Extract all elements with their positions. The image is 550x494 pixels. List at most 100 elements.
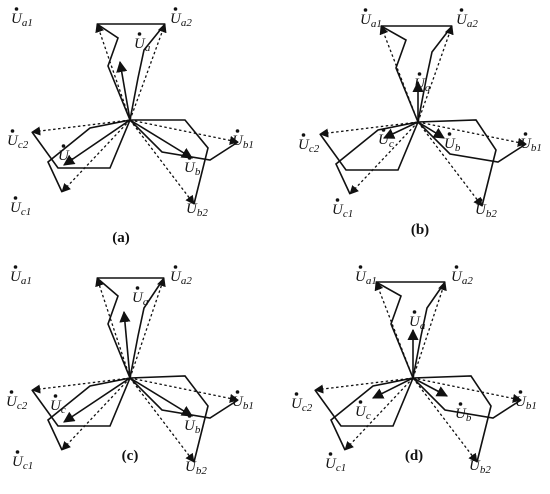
- phasor-Uc2: [319, 121, 419, 138]
- label-Ua1: Ua1: [360, 12, 382, 30]
- label-Ub1-base: U: [232, 133, 244, 149]
- phasor-Uc2: [31, 119, 131, 136]
- phase-a-winding-left: [380, 25, 419, 123]
- label-Ua: Ua: [409, 314, 426, 332]
- phasor-Ua2: [129, 23, 167, 121]
- phasor-Uc1: [349, 121, 419, 195]
- label-Ub-base: U: [444, 136, 456, 152]
- label-Ub1-base: U: [232, 394, 244, 410]
- phasor-Ub1: [412, 377, 522, 403]
- phasor-Ub1: [129, 377, 239, 403]
- label-Uc2-sub: c2: [309, 143, 320, 155]
- label-Ub2-sub: b2: [486, 208, 498, 220]
- label-Ua-sub: a: [420, 320, 426, 332]
- label-Ua1-sub: a1: [21, 275, 32, 287]
- label-Ua: Ua: [134, 36, 151, 54]
- label-Uc1-sub: c1: [336, 462, 346, 474]
- label-Ub2-base: U: [185, 459, 197, 475]
- panel-caption: (b): [411, 222, 429, 238]
- label-Uc2-sub: c2: [17, 400, 28, 412]
- label-Ub1-sub: b1: [526, 400, 537, 412]
- label-Ua2-base: U: [451, 269, 463, 285]
- label-Ua-base: U: [409, 314, 421, 330]
- label-Ua2-base: U: [170, 11, 182, 27]
- label-Ub1-sub: b1: [243, 400, 254, 412]
- label-Ub1-base: U: [515, 394, 527, 410]
- phasor-Ua1: [95, 23, 131, 121]
- phasor-Uc2: [31, 377, 131, 394]
- label-Uc-sub: c: [69, 154, 74, 166]
- phasor-dot-Ua1: [14, 7, 19, 11]
- label-Uc1-base: U: [10, 200, 22, 216]
- label-Ua2-sub: a2: [467, 18, 479, 30]
- phase-c-winding-inner: [335, 121, 419, 195]
- label-Ub2-base: U: [186, 201, 198, 217]
- label-Uc-base: U: [355, 404, 367, 420]
- phasor-dot-Uc: [358, 400, 363, 404]
- label-Ub-sub: b: [455, 142, 461, 154]
- phasor-dot-Ub2: [478, 198, 483, 202]
- phasor-Ua2: [417, 25, 454, 123]
- label-Uc: Uc: [50, 398, 66, 416]
- phasor-Uc: [63, 119, 131, 166]
- label-Ua: Ua: [132, 290, 149, 308]
- phasor-Ub1: [129, 119, 239, 145]
- label-Ua2: Ua2: [456, 12, 478, 30]
- label-Ua1: Ua1: [10, 269, 32, 287]
- phase-b-winding-inner: [412, 377, 522, 419]
- label-Ub: Ub: [184, 160, 201, 178]
- label-Ub1-base: U: [520, 136, 532, 152]
- phasor-Ub: [129, 377, 193, 417]
- label-Ua2: Ua2: [170, 11, 192, 29]
- phase-a-winding-right: [417, 25, 453, 123]
- label-Ub-sub: b: [195, 166, 201, 178]
- phasor-dot-Ua: [135, 286, 140, 290]
- phasor-dot-Ub1: [518, 390, 523, 394]
- label-Ua2-sub: a2: [181, 17, 193, 29]
- phasor-dot-Ua2: [173, 7, 178, 11]
- label-Uc2: Uc2: [291, 396, 313, 414]
- label-Ua1-sub: a1: [371, 18, 382, 30]
- phase-c-winding-outer: [31, 377, 131, 427]
- label-Ub1: Ub1: [232, 394, 254, 412]
- label-Ua2-sub: a2: [462, 275, 474, 287]
- phasor-Ub: [129, 119, 193, 159]
- label-Ub2-base: U: [469, 458, 481, 474]
- label-Uc1-sub: c1: [21, 206, 31, 218]
- label-Uc1-base: U: [325, 456, 337, 472]
- phasor-dot-Uc2: [10, 129, 15, 133]
- phasor-dot-Ua2: [173, 265, 178, 269]
- label-Uc2-sub: c2: [302, 402, 313, 414]
- label-Uc: Uc: [58, 148, 74, 166]
- phasor-dot-Uc1: [328, 452, 333, 456]
- phase-c-winding-outer: [319, 121, 419, 171]
- label-Ub1: Ub1: [520, 136, 542, 154]
- phase-c-winding-outer: [314, 377, 414, 427]
- phasor-dot-Ua: [412, 310, 417, 314]
- phase-b-winding-outer: [417, 119, 497, 207]
- label-Uc-base: U: [378, 132, 390, 148]
- phasor-Uc: [371, 377, 414, 399]
- phasor-dot-Uc2: [301, 133, 306, 137]
- phasor-dot-Uc1: [15, 450, 20, 454]
- label-Uc-sub: c: [61, 404, 66, 416]
- phasor-dot-Ub: [187, 414, 192, 418]
- label-Ub2-base: U: [475, 202, 487, 218]
- panel-caption: (d): [405, 448, 423, 464]
- phasor-dot-Ub2: [472, 454, 477, 458]
- phasor-Uc: [63, 377, 131, 423]
- label-Ub-base: U: [455, 406, 467, 422]
- phasor-dot-Uc1: [335, 198, 340, 202]
- phasor-dot-Ub2: [189, 197, 194, 201]
- phasor-dot-Ua1: [363, 8, 368, 12]
- phase-a-winding-left: [96, 23, 131, 121]
- label-Ua2-sub: a2: [181, 275, 193, 287]
- phasor-Uc2: [314, 377, 414, 394]
- label-Uc2-base: U: [7, 133, 19, 149]
- phasor-dot-Ub1: [523, 132, 528, 136]
- label-Uc2-base: U: [6, 394, 18, 410]
- panel-caption: (a): [112, 230, 130, 246]
